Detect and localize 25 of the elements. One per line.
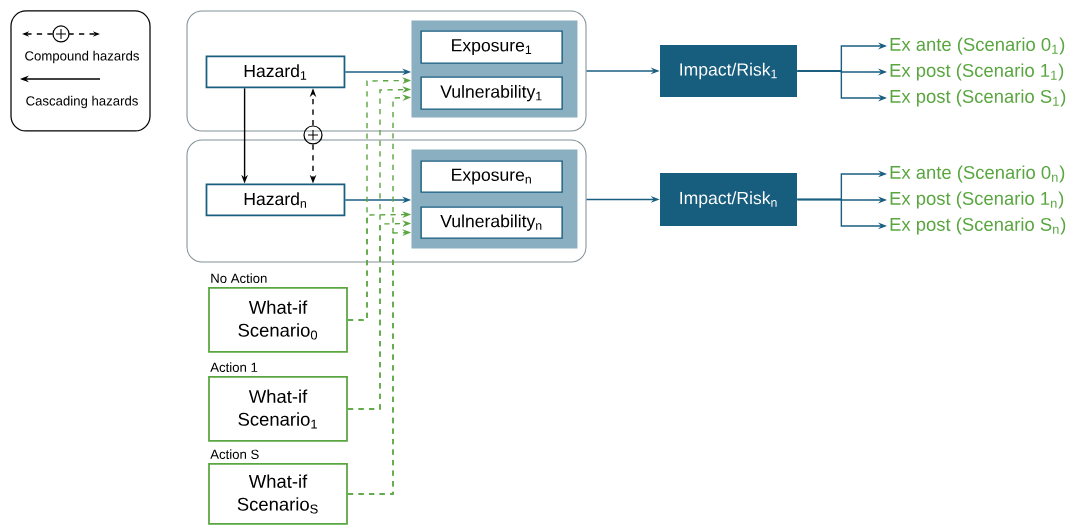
action-label: Action 1 [210,362,258,372]
hazard-box: Hazard$_{n}$ [205,183,346,217]
factor-box: Exposure$_{n}$ [420,160,563,193]
outcome-label: Ex ante (Scenario 0$_{1}$) [890,37,1065,55]
legend-text: Cascading hazards [26,95,138,109]
outcome-label: Ex post (Scenario 1$_{1}$) [890,63,1064,81]
action-label: Action S [210,449,259,459]
factor-box: Exposure$_{1}$ [420,30,563,64]
scenario-box: What-if Scenario$_{0}$ [208,287,348,353]
outcome-label: Ex post (Scenario S$_{n}$) [890,217,1066,235]
compound-symbol [303,125,323,145]
outcome-label: Ex post (Scenario S$_{1}$) [890,89,1066,107]
outcome-label: Ex ante (Scenario 0$_{n}$) [890,165,1065,183]
factor-box: Vulnerability$_{n}$ [420,206,563,239]
hazard-group-box [186,10,587,132]
scenario-box: What-if Scenario$_{S}$ [208,463,348,525]
factor-box: Vulnerability$_{1}$ [420,76,563,110]
action-label: No Action [211,273,267,283]
impact-box: Impact/Risk$_{n}$ [660,173,797,226]
scenario-box: What-if Scenario$_{1}$ [208,376,348,442]
impact-box: Impact/Risk$_{1}$ [660,45,797,97]
outcome-label: Ex post (Scenario 1$_{n}$) [890,191,1064,209]
legend-text: Compound hazards [25,50,139,64]
hazard-group-box [186,139,587,263]
hazard-box: Hazard$_{1}$ [205,55,346,89]
